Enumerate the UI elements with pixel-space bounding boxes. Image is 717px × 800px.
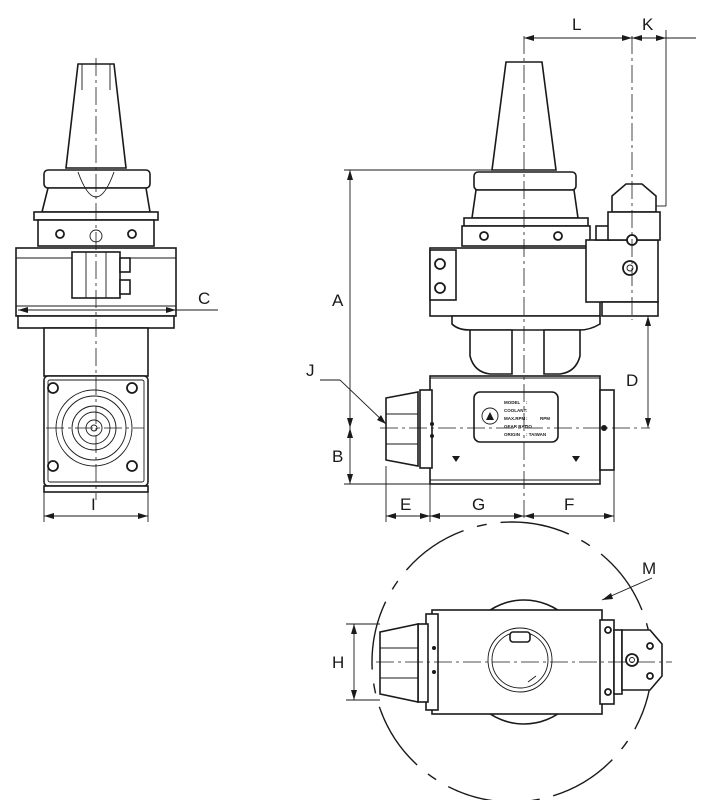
- nameplate-ratio-value: :: [526, 424, 528, 429]
- nameplate-model-label: MODEL: [504, 400, 521, 405]
- nameplate-origin-label: ORIGIN: [504, 432, 520, 437]
- dim-label-b: B: [332, 447, 343, 466]
- dim-label-e: E: [400, 495, 411, 514]
- dim-label-g: G: [472, 495, 485, 514]
- nameplate: MODEL : COOLANT : MAX.RPM : RPM GEAR RAT…: [473, 391, 559, 443]
- nameplate-ratio-label: GEAR RATIO: [504, 424, 532, 429]
- dim-label-c: C: [198, 289, 210, 308]
- dim-label-j: J: [306, 361, 315, 380]
- dim-label-k: K: [642, 15, 654, 34]
- nameplate-rpm-unit: RPM: [540, 416, 550, 421]
- side-view-dimensions: L K A B J D E G F: [306, 15, 696, 522]
- side-view: MODEL : COOLANT : MAX.RPM : RPM GEAR RAT…: [380, 36, 661, 520]
- dim-label-l: L: [572, 15, 581, 34]
- top-view: H M: [332, 521, 672, 800]
- nameplate-coolant-value: :: [526, 408, 528, 413]
- dim-label-m: M: [642, 559, 656, 578]
- dim-label-h: H: [332, 653, 344, 672]
- front-view: C I: [15, 58, 218, 522]
- nameplate-rpm-value: :: [526, 416, 528, 421]
- nameplate-coolant-label: COOLANT: [504, 408, 526, 413]
- dim-label-f: F: [564, 495, 574, 514]
- dim-label-a: A: [332, 291, 344, 310]
- dim-label-d: D: [626, 371, 638, 390]
- nameplate-model-value: :: [526, 400, 528, 405]
- dim-label-i: I: [91, 495, 96, 514]
- nameplate-origin-value: : TAIWAN: [526, 432, 546, 437]
- nameplate-rpm-label: MAX.RPM: [504, 416, 526, 421]
